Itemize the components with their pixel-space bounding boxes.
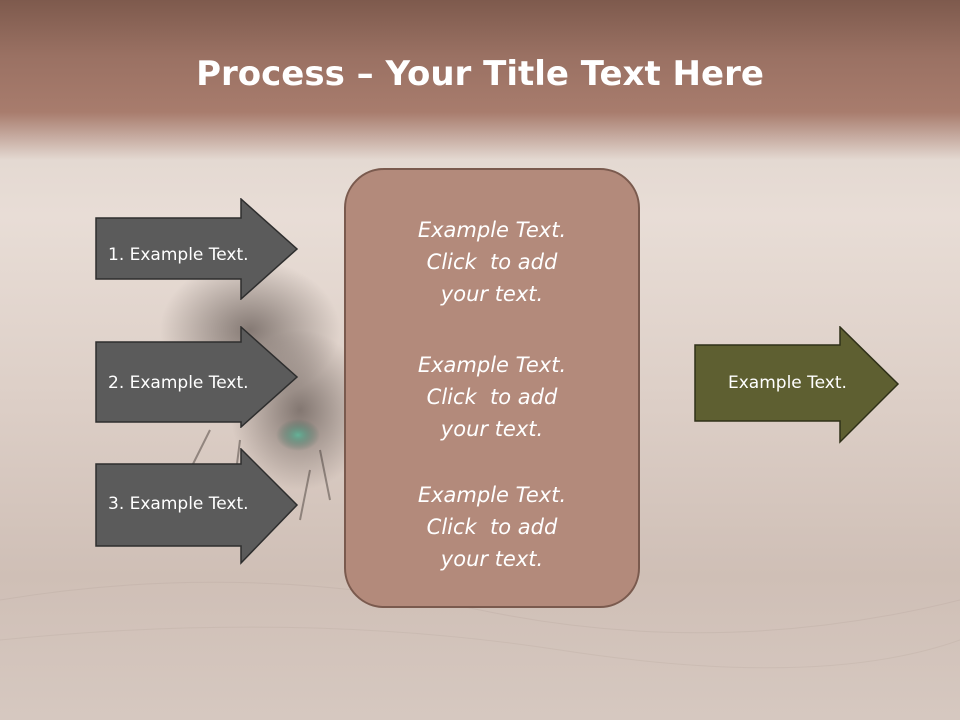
title-rest: – Your Title Text Here (344, 54, 764, 94)
center-line: your text. (440, 547, 544, 571)
right-arrow-icon (694, 326, 900, 444)
center-line: your text. (440, 417, 544, 441)
center-line: Example Text. (417, 483, 567, 507)
center-line: Click to add (426, 385, 558, 409)
center-line: Click to add (426, 515, 558, 539)
step-label: 3. Example Text. (108, 494, 249, 514)
center-line: Example Text. (417, 218, 567, 242)
result-arrow[interactable]: Example Text. (694, 326, 900, 444)
center-line: Example Text. (417, 353, 567, 377)
center-text-block-3: Example Text. Click to add your text. (346, 479, 638, 575)
slide-title[interactable]: Process – Your Title Text Here (0, 52, 960, 96)
right-arrow-icon (95, 326, 299, 428)
center-text-block-2: Example Text. Click to add your text. (346, 349, 638, 445)
center-line: your text. (440, 282, 544, 306)
step-label: 1. Example Text. (108, 245, 249, 265)
step-arrow-3[interactable]: 3. Example Text. (95, 448, 299, 566)
right-arrow-icon (95, 198, 299, 300)
header-band (0, 0, 960, 160)
right-arrow-icon (95, 448, 299, 565)
step-arrow-1[interactable]: 1. Example Text. (95, 198, 299, 300)
center-text-block-1: Example Text. Click to add your text. (346, 214, 638, 310)
center-line: Click to add (426, 250, 558, 274)
center-text-box[interactable]: Example Text. Click to add your text. Ex… (344, 168, 640, 608)
title-bold: Process (196, 54, 345, 94)
result-label: Example Text. (728, 373, 847, 393)
step-arrow-2[interactable]: 2. Example Text. (95, 326, 299, 428)
step-label: 2. Example Text. (108, 373, 249, 393)
